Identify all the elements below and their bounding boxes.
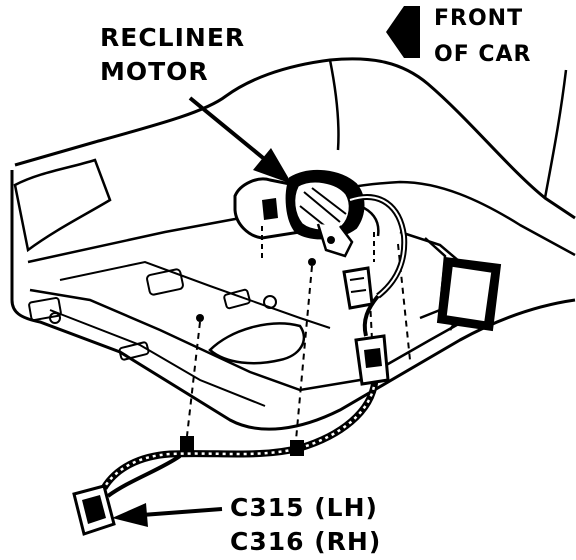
- seat-frame-outline: [10, 170, 576, 431]
- connector-leader-arrow: [112, 503, 223, 527]
- pan-hole-4: [49, 312, 61, 324]
- seat-pan-front-rail: [49, 309, 266, 407]
- pan-slot-long: [208, 322, 306, 365]
- harness-clip-1: [180, 436, 194, 452]
- pan-opening-small: [118, 341, 150, 361]
- recliner-motor-leader-arrow: [188, 96, 292, 184]
- seat-pan-lower: [29, 288, 481, 392]
- harness-clip-2: [290, 440, 304, 456]
- front-of-car-label-line2: OF CAR: [434, 42, 532, 67]
- seat-back-right-edge: [543, 69, 568, 199]
- harness-clip-drop-1: [186, 321, 201, 437]
- pan-opening-center: [223, 288, 251, 310]
- front-of-car-arrow-icon: [386, 6, 420, 58]
- connector-c315-c316: [72, 484, 116, 536]
- seat-frame-left-cushion: [13, 158, 112, 253]
- pan-hole-1: [263, 295, 277, 309]
- harness-clip-drop-3: [397, 243, 411, 361]
- harness-clip-drop-2: [295, 265, 313, 441]
- harness-connector-upper: [342, 266, 374, 310]
- side-bracket: [419, 237, 447, 320]
- connector-c315-label: C315 (LH): [230, 493, 378, 522]
- wiring-harness: [100, 194, 408, 498]
- recliner-motor: [233, 169, 380, 258]
- side-bracket-window-inner: [445, 265, 493, 323]
- harness-clip-drop-4: [369, 299, 373, 341]
- pan-hole-3: [308, 258, 316, 266]
- seat-pan-inner-rail: [59, 260, 331, 329]
- recliner-motor-label-line1: RECLINER: [100, 23, 246, 52]
- harness-connector-lower: [354, 334, 390, 386]
- connector-c316-label: C316 (RH): [230, 527, 382, 556]
- pan-opening-left: [146, 268, 184, 296]
- seat-back-edge: [328, 59, 340, 151]
- recliner-motor-label-line2: MOTOR: [100, 57, 209, 86]
- pan-opening-front: [28, 297, 62, 321]
- pan-hole-2: [196, 314, 204, 322]
- front-of-car-label-line1: FRONT: [434, 6, 524, 31]
